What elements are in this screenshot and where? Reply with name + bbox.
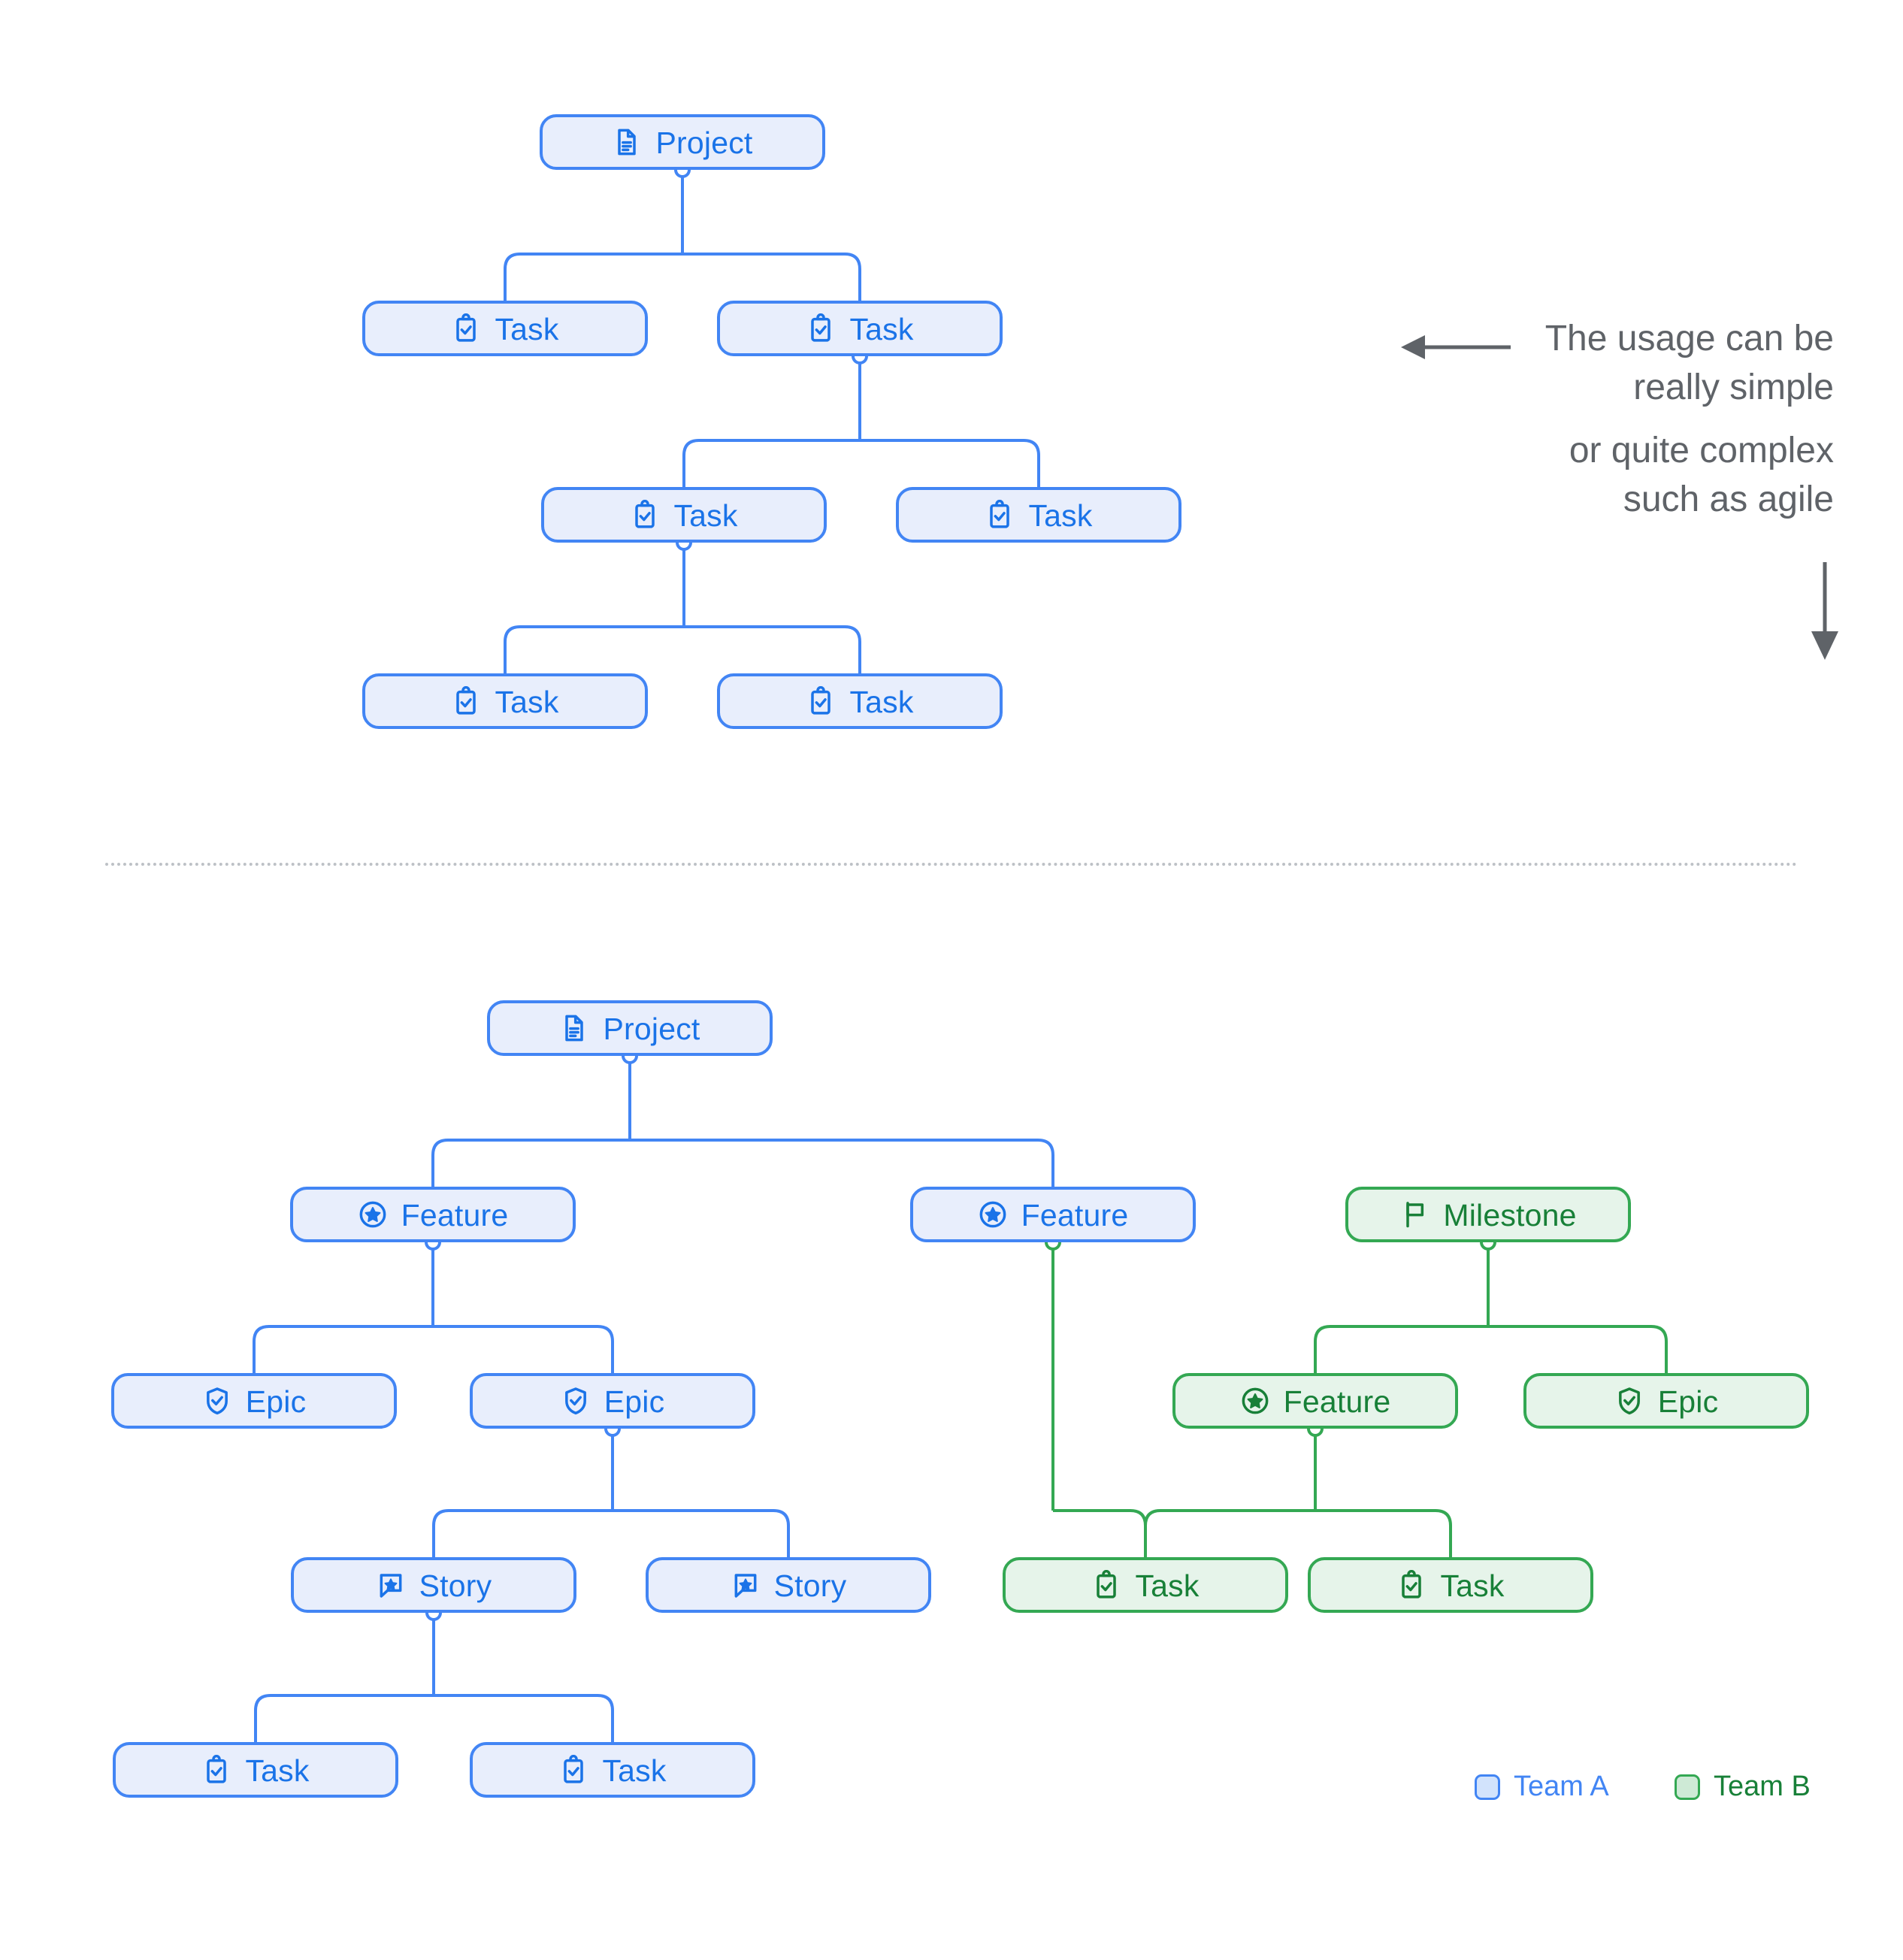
node-label: Story [773, 1568, 847, 1603]
clipboard-check-icon [985, 500, 1015, 530]
annotation-line-2: really simple [1633, 368, 1834, 408]
node-task[interactable]: Task [717, 301, 1003, 356]
shield-check-icon [202, 1386, 232, 1416]
connector-branch [682, 253, 861, 301]
connector-branch [504, 625, 684, 673]
node-label: Project [655, 125, 753, 160]
node-epic[interactable]: Epic [111, 1373, 397, 1429]
clipboard-check-icon [451, 313, 481, 343]
annotation-spacer [1466, 413, 1834, 426]
node-task[interactable]: Task [1003, 1557, 1288, 1613]
star-circle-icon [978, 1199, 1008, 1230]
connector-branch [682, 439, 860, 487]
node-feature[interactable]: Feature [910, 1187, 1196, 1242]
node-milestone[interactable]: Milestone [1345, 1187, 1631, 1242]
clipboard-check-icon [451, 686, 481, 716]
annotation-line-3: or quite complex [1569, 430, 1834, 470]
connector-branch [504, 253, 682, 301]
node-label: Task [1135, 1568, 1200, 1603]
node-task[interactable]: Task [1308, 1557, 1593, 1613]
node-task[interactable]: Task [362, 673, 648, 729]
connector-branch [630, 1139, 1054, 1187]
clipboard-check-icon [558, 1755, 588, 1785]
connector-branch [434, 1694, 614, 1742]
node-label: Feature [1283, 1384, 1391, 1419]
node-label: Task [849, 684, 914, 719]
connector-branch [254, 1694, 434, 1742]
flag-icon [1399, 1199, 1430, 1230]
document-icon [612, 127, 642, 157]
legend-swatch-green [1675, 1774, 1700, 1800]
node-task[interactable]: Task [541, 487, 827, 543]
node-label: Task [673, 498, 738, 533]
node-task[interactable]: Task [717, 673, 1003, 729]
node-label: Epic [245, 1384, 307, 1419]
node-label: Feature [1021, 1197, 1129, 1233]
star-circle-icon [358, 1199, 388, 1230]
clipboard-check-icon [1091, 1570, 1121, 1600]
connector-branch [431, 1139, 630, 1187]
node-feature[interactable]: Feature [1172, 1373, 1458, 1429]
arrow-left-icon [1401, 335, 1511, 359]
story-bubble-icon [731, 1570, 761, 1600]
clipboard-check-icon [630, 500, 660, 530]
clipboard-check-icon [806, 313, 836, 343]
connector-branch [1315, 1509, 1452, 1557]
connector-branch [1314, 1325, 1488, 1373]
node-label: Task [602, 1753, 667, 1788]
shield-check-icon [561, 1386, 591, 1416]
node-project[interactable]: Project [540, 114, 825, 170]
node-label: Story [419, 1568, 492, 1603]
connector-branch [253, 1325, 433, 1373]
shield-check-icon [1614, 1386, 1644, 1416]
connector-branch [433, 1325, 614, 1373]
connector-branch [432, 1509, 613, 1557]
node-label: Epic [604, 1384, 665, 1419]
connector-branch [613, 1509, 790, 1557]
connector-branch [1144, 1509, 1315, 1557]
legend-label-team-a: Team A [1514, 1771, 1609, 1802]
node-task[interactable]: Task [113, 1742, 398, 1798]
legend-item-team-b: Team B [1675, 1771, 1811, 1803]
node-task[interactable]: Task [362, 301, 648, 356]
section-divider [105, 863, 1798, 866]
star-circle-icon [1240, 1386, 1270, 1416]
annotation-line-4: such as agile [1623, 479, 1834, 519]
node-label: Task [245, 1753, 310, 1788]
connector-branch [1053, 1509, 1147, 1557]
node-epic[interactable]: Epic [470, 1373, 755, 1429]
node-label: Task [1440, 1568, 1505, 1603]
clipboard-check-icon [1396, 1570, 1426, 1600]
node-label: Feature [401, 1197, 509, 1233]
node-label: Task [1028, 498, 1093, 533]
connector-branch [684, 625, 861, 673]
legend-item-team-a: Team A [1475, 1771, 1609, 1803]
annotation-line-1: The usage can be [1544, 319, 1834, 358]
node-task[interactable]: Task [896, 487, 1181, 543]
node-label: Task [495, 684, 559, 719]
node-task[interactable]: Task [470, 1742, 755, 1798]
connector-branch [860, 439, 1040, 487]
node-label: Task [495, 311, 559, 346]
node-project[interactable]: Project [487, 1000, 773, 1056]
node-label: Epic [1657, 1384, 1719, 1419]
story-bubble-icon [376, 1570, 406, 1600]
node-label: Milestone [1443, 1197, 1577, 1233]
node-story[interactable]: Story [291, 1557, 576, 1613]
connector-branch [1488, 1325, 1668, 1373]
legend-label-team-b: Team B [1714, 1771, 1811, 1802]
node-label: Task [849, 311, 914, 346]
node-label: Project [603, 1011, 700, 1046]
clipboard-check-icon [806, 686, 836, 716]
node-feature[interactable]: Feature [290, 1187, 576, 1242]
annotation-text: The usage can be really simple or quite … [1466, 314, 1834, 524]
arrow-down-icon [1811, 562, 1838, 660]
node-epic[interactable]: Epic [1523, 1373, 1809, 1429]
legend-swatch-blue [1475, 1774, 1500, 1800]
document-icon [559, 1013, 589, 1043]
node-story[interactable]: Story [646, 1557, 931, 1613]
clipboard-check-icon [201, 1755, 231, 1785]
